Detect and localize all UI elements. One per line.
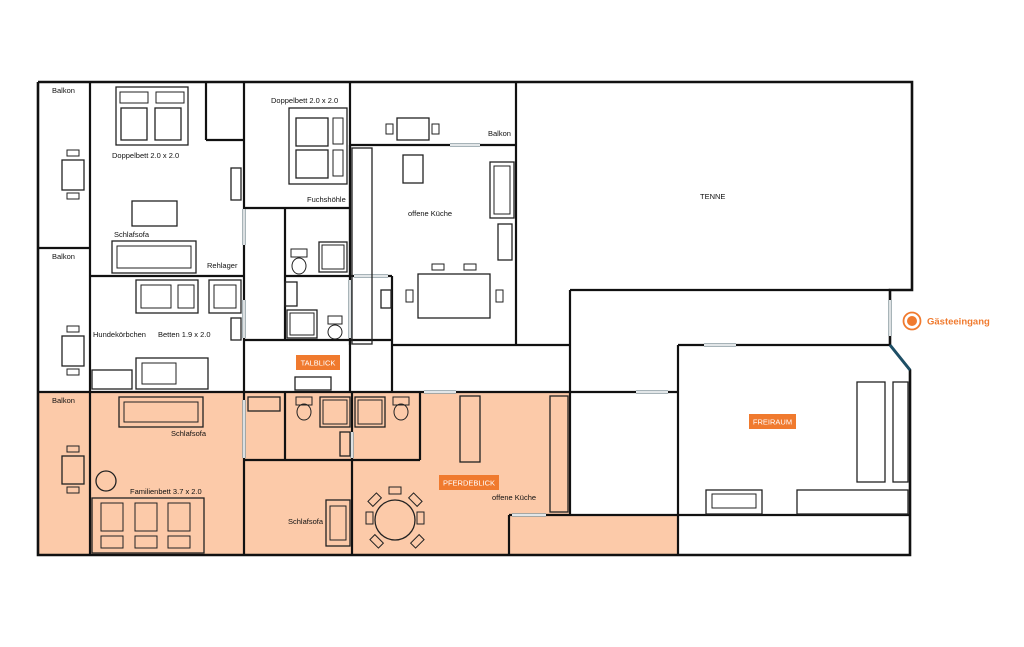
sofa-bed-2 (118, 396, 204, 428)
label-familienbett: Familienbett 3.7 x 2.0 (130, 487, 202, 496)
svg-text:FREIRAUM: FREIRAUM (753, 418, 792, 427)
furniture (61, 86, 909, 554)
badge-freiraum: FREIRAUM (749, 414, 796, 429)
family-bed (91, 497, 205, 554)
double-bed-1 (115, 86, 189, 146)
label-schlafsofa-2: Schlafsofa (171, 429, 207, 438)
apartment-badges: TALBLICK PFERDEBLICK FREIRAUM (296, 355, 796, 490)
bathroom-upper (284, 241, 392, 340)
highlighted-apartment (38, 392, 678, 555)
badge-talblick: TALBLICK (296, 355, 340, 370)
kitchen-lower (459, 395, 569, 513)
svg-text:PFERDEBLICK: PFERDEBLICK (443, 479, 495, 488)
label-fuchshoehle: Fuchshöhle (307, 195, 346, 204)
sofa-bed-1 (111, 240, 197, 274)
balkon-table-2 (61, 325, 85, 376)
shelf (230, 167, 242, 201)
label-balkon-3: Balkon (52, 396, 75, 405)
label-schlafsofa-3: Schlafsofa (288, 517, 324, 526)
single-beds (91, 279, 242, 390)
room-labels: Balkon Balkon Balkon Balkon Doppelbett 2… (52, 86, 725, 526)
balkon-table-4 (385, 117, 440, 141)
corridor-table (294, 376, 332, 391)
balkon-table-1 (61, 149, 85, 200)
label-balkon-4: Balkon (488, 129, 511, 138)
interior-walls (38, 82, 910, 555)
label-doppelbett-2: Doppelbett 2.0 x 2.0 (271, 96, 338, 105)
label-betten: Betten 1.9 x 2.0 (158, 330, 211, 339)
balkon-table-3 (61, 445, 85, 494)
windows (242, 143, 912, 517)
label-gaesteeingang: Gästeeingang (927, 317, 990, 328)
label-hundekoerbchen: Hundekörbchen (93, 330, 146, 339)
label-balkon-2: Balkon (52, 252, 75, 261)
double-bed-2 (288, 107, 348, 185)
label-kueche-1: offene Küche (408, 209, 452, 218)
label-rehlager: Rehlager (207, 261, 238, 270)
table (131, 200, 178, 227)
label-kueche-2: offene Küche (492, 493, 536, 502)
entrance-marker-icon (902, 311, 922, 331)
label-doppelbett-1: Doppelbett 2.0 x 2.0 (112, 151, 179, 160)
badge-pferdeblick: PFERDEBLICK (439, 475, 499, 490)
label-schlafsofa-1: Schlafsofa (114, 230, 150, 239)
dining-table (365, 486, 425, 549)
svg-text:TALBLICK: TALBLICK (301, 359, 336, 368)
label-tenne: TENNE (700, 192, 725, 201)
kitchen-upper (351, 147, 515, 345)
entrance-marker-dot (907, 316, 917, 326)
dog-basket (95, 470, 117, 492)
freiraum-furniture (705, 381, 909, 515)
sofa-bed-3 (325, 499, 351, 547)
label-balkon-1: Balkon (52, 86, 75, 95)
bathroom-lower (247, 396, 410, 457)
guest-entrance: Gästeeingang (902, 311, 990, 331)
